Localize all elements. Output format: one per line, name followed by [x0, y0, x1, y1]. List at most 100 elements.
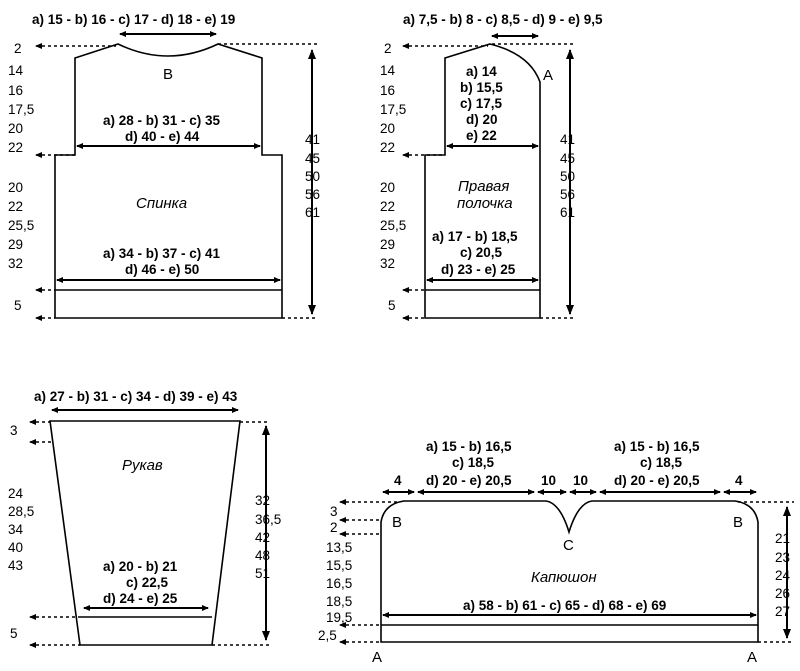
front-right-2: 50 [560, 169, 575, 184]
back-left-top-1: 14 [8, 63, 24, 78]
front-right-0: 41 [560, 132, 575, 147]
back-right-1: 45 [305, 151, 320, 166]
front-left-top-1: 14 [380, 63, 396, 78]
back-right-3: 56 [305, 187, 320, 202]
back-piece-name: Спинка [136, 195, 187, 212]
hood-right-width-3: d) 20 - e) 20,5 [614, 473, 700, 488]
hood-right-4: 27 [775, 604, 790, 619]
back-piece: a) 15 - b) 16 - c) 17 - d) 18 - e) 19 B … [8, 12, 320, 321]
sleeve-cuff-label-3: d) 24 - e) 25 [103, 591, 178, 606]
hood-mid-right-label: 10 [573, 473, 588, 488]
sleeve-piece: a) 27 - b) 31 - c) 34 - d) 39 - e) 43 3 … [8, 389, 281, 648]
back-left-top-4: 20 [8, 121, 23, 136]
hood-letter-a-right: A [747, 649, 757, 666]
back-right-4: 61 [305, 205, 320, 220]
hood-right-width-2: c) 18,5 [640, 455, 683, 470]
hood-left-width-1: a) 15 - b) 16,5 [426, 439, 512, 454]
sleeve-right-3: 48 [255, 548, 270, 563]
hood-piece-name: Капюшон [531, 569, 597, 586]
sleeve-right-4: 51 [255, 566, 270, 581]
back-rib-label: 5 [14, 298, 22, 313]
hood-left-0: 13,5 [326, 540, 352, 555]
front-hip-label-1: a) 17 - b) 18,5 [432, 229, 518, 244]
back-neck-label: a) 15 - b) 16 - c) 17 - d) 18 - e) 19 [32, 12, 235, 27]
hood-right-3: 26 [775, 586, 790, 601]
sleeve-left-0: 24 [8, 486, 24, 501]
sleeve-left-2: 34 [8, 522, 24, 537]
front-left-bottom-0: 20 [380, 180, 395, 195]
hood-letter-b-right: B [733, 514, 743, 531]
sleeve-right-2: 42 [255, 530, 270, 545]
back-left-bottom-3: 29 [8, 237, 23, 252]
back-letter-b: B [163, 66, 173, 83]
hood-right-1: 23 [775, 550, 790, 565]
front-left-top-5: 22 [380, 140, 395, 155]
hood-right-width-1: a) 15 - b) 16,5 [614, 439, 700, 454]
back-left-bottom-1: 22 [8, 199, 23, 214]
hood-left-top-0: 3 [330, 504, 338, 519]
front-rib-label: 5 [388, 298, 396, 313]
hood-outline [380, 500, 759, 643]
hood-letter-c: C [563, 537, 574, 554]
front-left-bottom-2: 25,5 [380, 218, 406, 233]
sleeve-left-4: 43 [8, 558, 23, 573]
back-outline [54, 43, 283, 319]
hood-left-4: 19,5 [326, 610, 352, 625]
front-chest-4: e) 22 [466, 128, 497, 143]
hood-left-width-3: d) 20 - e) 20,5 [426, 473, 512, 488]
sleeve-outline [49, 420, 241, 646]
back-hip-label-1: a) 34 - b) 37 - c) 41 [103, 246, 221, 261]
front-neck-label: a) 7,5 - b) 8 - c) 8,5 - d) 9 - e) 9,5 [403, 12, 603, 27]
front-right-4: 61 [560, 205, 575, 220]
hood-left-1: 15,5 [326, 558, 352, 573]
sleeve-right-0: 32 [255, 493, 270, 508]
back-left-top-3: 17,5 [8, 102, 34, 117]
front-chest-0: a) 14 [466, 64, 497, 79]
back-left-bottom-4: 32 [8, 256, 23, 271]
front-left-bottom-4: 32 [380, 256, 395, 271]
back-chest-label-1: a) 28 - b) 31 - c) 35 [103, 113, 221, 128]
sleeve-rib-label: 5 [10, 626, 18, 641]
front-piece-name-2: полочка [457, 195, 513, 212]
back-left-top-0: 2 [14, 41, 22, 56]
back-left-top-5: 22 [8, 140, 23, 155]
hood-letter-a-left: A [372, 649, 382, 666]
front-letter-a: A [543, 67, 553, 84]
front-left-top-4: 20 [380, 121, 395, 136]
front-outline [424, 43, 541, 319]
hood-left-3: 18,5 [326, 594, 352, 609]
front-left-top-0: 2 [384, 41, 392, 56]
front-right-1: 45 [560, 151, 575, 166]
front-right-3: 56 [560, 187, 575, 202]
front-hip-label-3: d) 23 - e) 25 [441, 262, 516, 277]
front-left-top-3: 17,5 [380, 102, 406, 117]
front-piece-name-1: Правая [458, 178, 509, 195]
hood-total-label: a) 58 - b) 61 - c) 65 - d) 68 - e) 69 [463, 598, 666, 613]
sleeve-right-1: 36,5 [255, 512, 281, 527]
sleeve-cuff-label-2: c) 22,5 [126, 575, 169, 590]
front-chest-2: c) 17,5 [460, 96, 503, 111]
back-hip-label-2: d) 46 - e) 50 [125, 262, 199, 277]
back-left-bottom-2: 25,5 [8, 218, 34, 233]
hood-edge-right-label: 4 [735, 473, 743, 488]
hood-piece: a) 15 - b) 16,5 c) 18,5 d) 20 - e) 20,5 … [318, 439, 794, 666]
back-right-2: 50 [305, 169, 320, 184]
front-chest-1: b) 15,5 [460, 80, 503, 95]
hood-mid-left-label: 10 [541, 473, 556, 488]
hood-rib-label: 2,5 [318, 628, 337, 643]
back-left-bottom-0: 20 [8, 180, 23, 195]
sleeve-left-3: 40 [8, 540, 23, 555]
hood-right-0: 21 [775, 531, 790, 546]
hood-left-top-1: 2 [330, 520, 338, 535]
hood-left-width-2: c) 18,5 [452, 455, 495, 470]
front-hip-label-2: c) 20,5 [460, 245, 503, 260]
hood-right-2: 24 [775, 568, 791, 583]
sleeve-cap-label: 3 [10, 423, 18, 438]
sleeve-cuff-label-1: a) 20 - b) 21 [103, 559, 178, 574]
sleeve-left-1: 28,5 [8, 504, 34, 519]
sleeve-top-label: a) 27 - b) 31 - c) 34 - d) 39 - e) 43 [34, 389, 238, 404]
back-chest-label-2: d) 40 - e) 44 [125, 129, 200, 144]
front-chest-3: d) 20 [466, 112, 498, 127]
front-piece: a) 7,5 - b) 8 - c) 8,5 - d) 9 - e) 9,5 A… [380, 12, 603, 321]
